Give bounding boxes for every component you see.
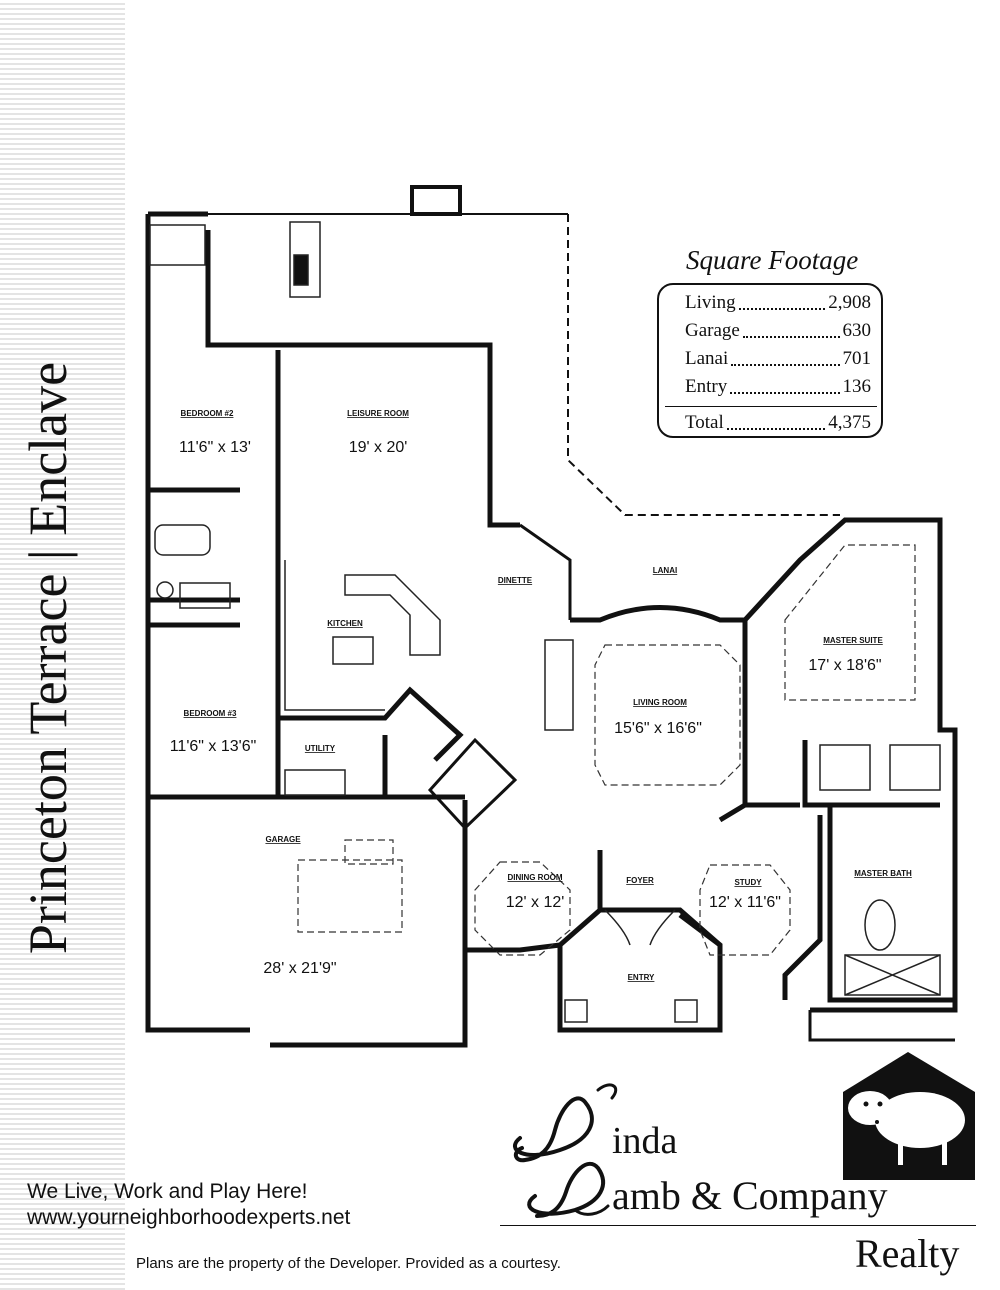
planter-left: [564, 999, 588, 1023]
sqft-label: Total: [685, 412, 724, 433]
ceiling-lines: [297, 544, 916, 956]
room-name-master-bath: MASTER BATH: [854, 869, 912, 878]
washer-dryer: [284, 769, 346, 796]
sqft-row-entry: Entry 136: [685, 373, 871, 401]
closet-right: [889, 744, 941, 791]
divider: [665, 406, 877, 407]
logo-initial-l2-swash: [527, 1161, 605, 1218]
sqft-label: Living: [685, 292, 736, 313]
sqft-row-garage: Garage 630: [685, 317, 871, 345]
room-name-bedroom3: BEDROOM #3: [184, 709, 237, 718]
laundry-fixture: [149, 224, 206, 266]
bar-counter: [289, 221, 321, 298]
entry-double-door: [604, 909, 676, 946]
room-name-dinette: DINETTE: [498, 576, 533, 585]
room-labels: BEDROOM #2 11'6" x 13' LEISURE ROOM 19' …: [170, 409, 912, 982]
logo-line-linda: inda: [612, 1120, 678, 1162]
toilet: [156, 581, 174, 599]
room-name-living: LIVING ROOM: [633, 698, 687, 707]
logo-line-realty: Realty: [855, 1231, 960, 1276]
website-link[interactable]: www.yourneighborhoodexperts.net: [27, 1206, 351, 1229]
shower: [844, 954, 941, 996]
closet-left: [819, 744, 871, 791]
room-size-study: 12' x 11'6": [709, 894, 781, 911]
tagline: We Live, Work and Play Here!: [27, 1180, 308, 1203]
bathtub: [154, 524, 211, 556]
sqft-row-total: Total 4,375: [685, 409, 871, 437]
sqft-value: 136: [842, 376, 872, 397]
room-size-leisure: 19' x 20': [349, 439, 408, 456]
disclaimer: Plans are the property of the Developer.…: [136, 1255, 561, 1272]
dining-tray-ceiling: [474, 861, 571, 956]
room-name-garage: GARAGE: [265, 835, 301, 844]
logo-initial-l1-swash: [513, 1096, 594, 1163]
decorative-stripe-panel: [0, 0, 125, 1290]
garage-attic-access: [344, 839, 394, 865]
room-name-entry: ENTRY: [628, 973, 655, 982]
sqft-label: Garage: [685, 320, 740, 341]
vanity: [179, 582, 231, 609]
room-size-bedroom3: 11'6" x 13'6": [170, 738, 257, 755]
room-name-dining: DINING ROOM: [507, 873, 562, 882]
soaking-tub: [864, 899, 896, 951]
room-name-lanai: LANAI: [653, 566, 677, 575]
living-tray-ceiling: [594, 644, 741, 786]
room-name-bedroom2: BEDROOM #2: [181, 409, 234, 418]
logo-initial-l2-tail: [573, 1204, 610, 1216]
room-size-garage: 28' x 21'9": [263, 960, 336, 977]
sqft-label: Entry: [685, 376, 728, 397]
fireplace-chimney: [410, 185, 462, 216]
sqft-value: 2,908: [828, 292, 871, 313]
sqft-value: 630: [842, 320, 872, 341]
room-name-study: STUDY: [734, 878, 762, 887]
room-size-master-suite: 17' x 18'6": [808, 657, 881, 674]
sqft-value: 4,375: [828, 412, 871, 433]
square-footage-heading: Square Footage: [686, 245, 859, 275]
grill: [293, 254, 309, 286]
sqft-label: Lanai: [685, 348, 729, 369]
logo-line-lamb-company: amb & Company: [612, 1173, 888, 1218]
sqft-value: 701: [842, 348, 872, 369]
study-tray-ceiling: [699, 864, 791, 956]
kitchen-island-counter: [344, 574, 441, 656]
sqft-row-living: Living 2,908: [685, 289, 871, 317]
planter-right: [674, 999, 698, 1023]
sqft-row-lanai: Lanai 701: [685, 345, 871, 373]
room-name-leisure: LEISURE ROOM: [347, 409, 409, 418]
kitchen-island: [332, 636, 374, 665]
room-size-dining: 12' x 12': [506, 894, 565, 911]
shower-x: [844, 954, 941, 996]
garage-storage: [297, 859, 403, 933]
logo-script-initials: [513, 1083, 618, 1218]
room-size-living: 15'6" x 16'6": [614, 720, 702, 737]
room-name-kitchen: KITCHEN: [327, 619, 363, 628]
fireplace: [544, 639, 574, 731]
logo-divider: [500, 1225, 976, 1226]
room-size-bedroom2: 11'6" x 13': [179, 439, 251, 456]
room-name-master-suite: MASTER SUITE: [823, 636, 883, 645]
master-tray-ceiling: [784, 544, 916, 701]
fixtures: [149, 221, 941, 1023]
room-name-foyer: FOYER: [626, 876, 654, 885]
room-name-utility: UTILITY: [305, 744, 336, 753]
logo-initial-l1-top: [596, 1083, 618, 1100]
kitchen-counter: [284, 560, 385, 711]
plan-walls: [145, 185, 958, 1048]
lamb-house-logo: [843, 1052, 975, 1180]
